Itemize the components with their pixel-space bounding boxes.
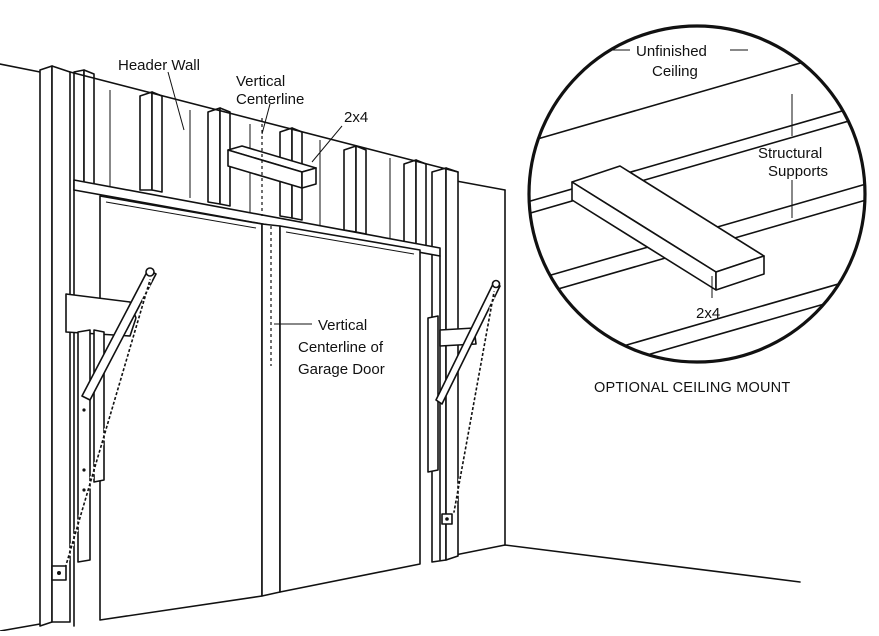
label-2x4-inset: 2x4: [696, 305, 720, 322]
door-panel-left: [99, 195, 263, 621]
main-labels: Header Wall Vertical Centerline 2x4 Vert…: [118, 57, 385, 378]
label-vertical-centerline-1: Vertical: [236, 73, 285, 90]
centerlines: [261, 118, 272, 366]
garage-door: [99, 195, 421, 621]
label-unfinished-ceiling-2: Ceiling: [652, 63, 698, 80]
label-header-wall: Header Wall: [118, 57, 200, 74]
ceiling-mount-inset: Unfinished Ceiling Structural Supports 2…: [527, 24, 867, 364]
label-vertical-centerline-2: Centerline: [236, 91, 304, 108]
left-spring-assembly: [51, 267, 157, 581]
left-lift-arm: [81, 269, 157, 401]
inset-circle: [527, 24, 867, 364]
stud-framing: [39, 65, 459, 627]
label-structural-supports-2: Supports: [768, 163, 828, 180]
label-door-centerline-2: Centerline of: [298, 339, 384, 356]
label-door-centerline-1: Vertical: [318, 317, 367, 334]
door-panel-right: [279, 225, 421, 593]
header-2x4-board: [227, 145, 317, 189]
right-lift-arm: [435, 281, 501, 405]
right-spring: [452, 291, 496, 513]
label-door-centerline-3: Garage Door: [298, 361, 385, 378]
label-unfinished-ceiling-1: Unfinished: [636, 43, 707, 60]
label-structural-supports-1: Structural: [758, 145, 822, 162]
label-2x4-header: 2x4: [344, 109, 368, 126]
leader-lines: [167, 71, 343, 325]
left-spring: [62, 279, 152, 573]
right-spring-assembly: [427, 279, 501, 525]
caption-optional-ceiling-mount: OPTIONAL CEILING MOUNT: [594, 380, 790, 396]
